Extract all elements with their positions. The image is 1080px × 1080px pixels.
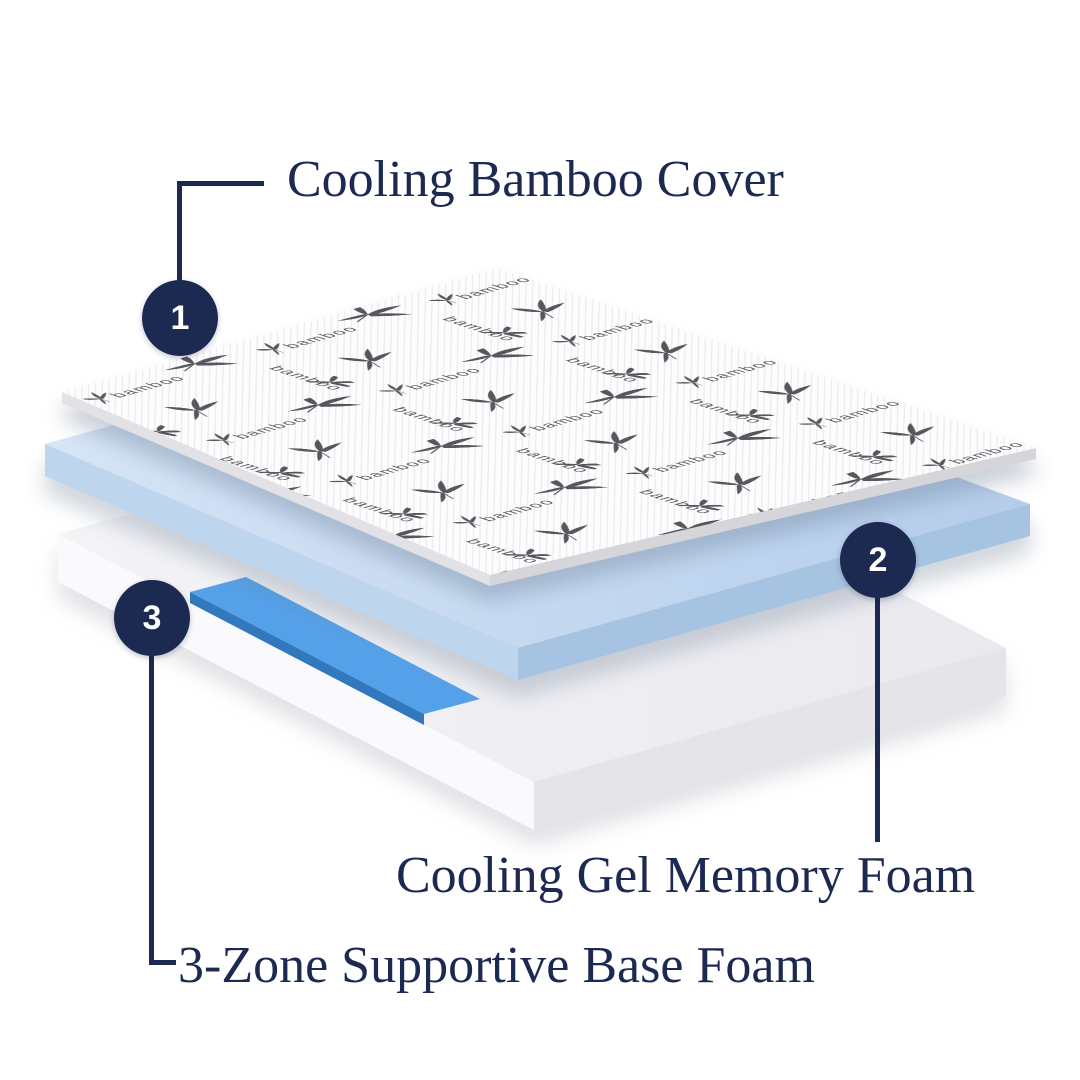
callout-2-connector-vertical	[875, 597, 880, 842]
callout-1-connector-vertical	[177, 181, 182, 283]
base-foam-right-face	[534, 648, 1006, 830]
callout-1-number: 1	[170, 298, 190, 337]
bamboo-cover-layer	[62, 268, 1036, 586]
bamboo-cover-left-edge	[62, 392, 490, 586]
label-cooling-gel-memory-foam: Cooling Gel Memory Foam	[396, 847, 976, 904]
callout-3-connector-vertical	[149, 655, 154, 965]
callout-3-connector-horizontal	[149, 960, 176, 965]
gel-zone-strip-edge	[190, 592, 424, 725]
gel-zone-strip-top	[190, 577, 480, 714]
gel-zone-strip	[190, 577, 480, 725]
label-cooling-bamboo-cover: Cooling Bamboo Cover	[287, 151, 784, 208]
callout-2-badge: 2	[840, 522, 916, 598]
callout-1-connector-horizontal	[177, 181, 264, 186]
bamboo-cover-right-edge	[490, 448, 1036, 586]
bamboo-cover-print	[62, 268, 1036, 575]
label-3-zone-supportive-base-foam: 3-Zone Supportive Base Foam	[178, 937, 815, 994]
callout-3-badge: 3	[114, 580, 190, 656]
callout-1-badge: 1	[142, 280, 218, 356]
gel-memory-foam-left-face	[45, 444, 518, 680]
callout-2-number: 2	[868, 540, 888, 579]
callout-3-number: 3	[142, 598, 162, 637]
